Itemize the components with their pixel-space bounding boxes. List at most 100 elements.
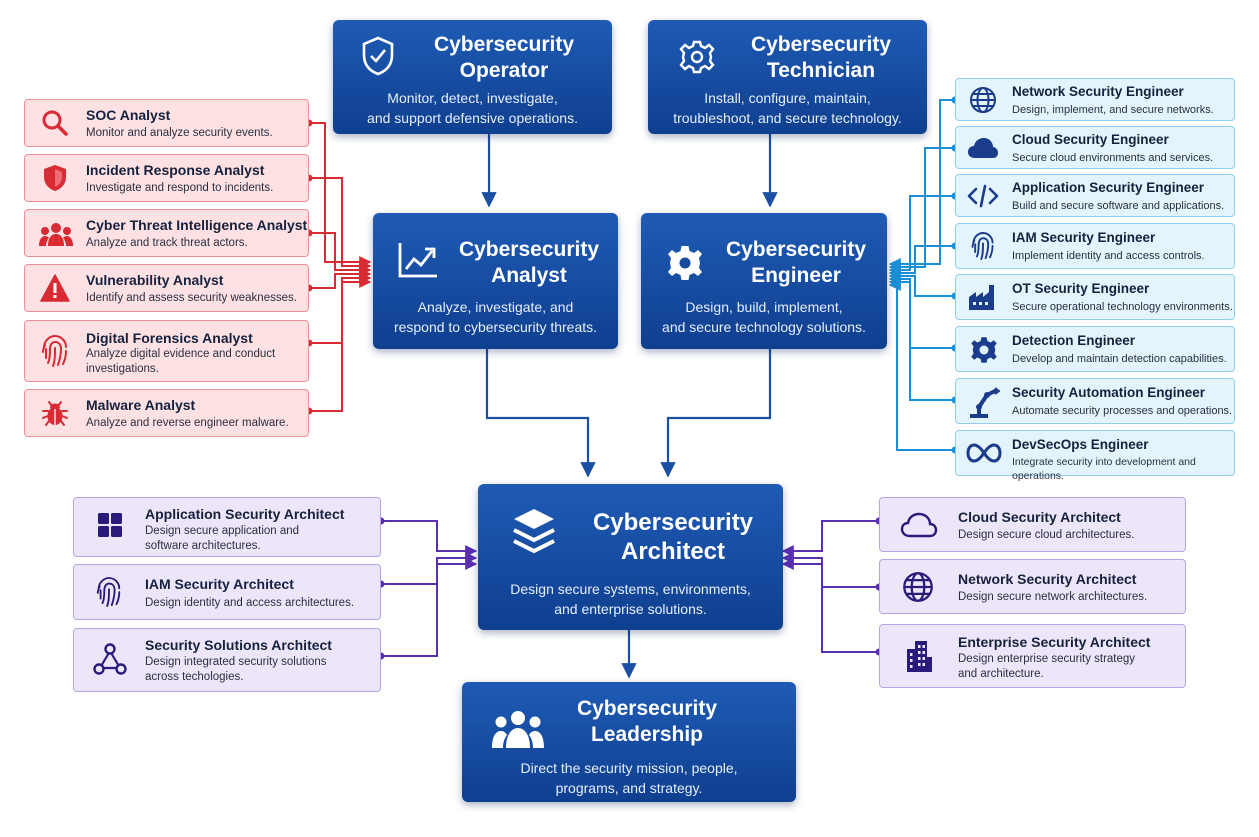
architect-title-line2: Architect bbox=[620, 538, 726, 566]
leadership-desc-line2: programs, and strategy. bbox=[555, 780, 703, 797]
arrow-engineer-architect bbox=[660, 349, 772, 478]
role-title: DevSecOps Engineer bbox=[1012, 437, 1149, 452]
role-card-cloud-security-engineer: Cloud Security Engineer Secure cloud env… bbox=[955, 126, 1235, 169]
role-title: OT Security Engineer bbox=[1012, 281, 1150, 296]
role-card-iam-security-engineer: IAM Security Engineer Implement identity… bbox=[955, 223, 1235, 269]
role-title: Cloud Security Engineer bbox=[1012, 132, 1169, 147]
role-desc: Monitor and analyze security events. bbox=[86, 127, 273, 139]
leadership-desc-line1: Direct the security mission, people, bbox=[520, 760, 738, 776]
role-desc-line2: and architecture. bbox=[958, 668, 1044, 681]
globe-icon bbox=[903, 572, 933, 602]
operator-desc-line1: Monitor, detect, investigate, bbox=[387, 90, 558, 106]
role-title: IAM Security Engineer bbox=[1012, 230, 1156, 245]
role-card-detection-engineer: Detection Engineer Develop and maintain … bbox=[955, 326, 1235, 372]
leadership-title-line1: Cybersecurity bbox=[576, 697, 718, 720]
factory-icon bbox=[969, 285, 994, 310]
role-desc: Integrate security into development and … bbox=[1012, 456, 1196, 482]
infinity-icon bbox=[966, 443, 1002, 463]
role-card-security-automation-engineer: Security Automation Engineer Automate se… bbox=[955, 378, 1235, 424]
technician-title-line2: Technician bbox=[766, 58, 876, 82]
role-card-application-security-engineer: Application Security Engineer Build and … bbox=[955, 174, 1235, 217]
role-card-digital-forensics-analyst: Digital Forensics Analyst Analyze digita… bbox=[24, 320, 309, 382]
role-desc-line1: Analyze digital evidence and conduct bbox=[86, 348, 276, 360]
operator-box: Cybersecurity Operator Monitor, detect, … bbox=[333, 20, 612, 134]
operator-desc-line2: and support defensive operations. bbox=[367, 110, 578, 127]
role-title: Cyber Threat Intelligence Analyst bbox=[86, 217, 308, 233]
app-grid-icon bbox=[98, 513, 122, 537]
role-card-iam-security-architect: IAM Security Architect Design identity a… bbox=[73, 564, 381, 620]
analyst-desc-line1: Analyze, investigate, and bbox=[417, 299, 574, 315]
role-card-devsecops-engineer: DevSecOps Engineer Integrate security in… bbox=[955, 430, 1235, 482]
role-card-network-security-architect: Network Security Architect Design secure… bbox=[879, 559, 1186, 614]
leadership-title-line2: Leadership bbox=[590, 722, 704, 746]
role-desc: Design secure cloud architectures. bbox=[958, 529, 1135, 541]
role-desc-line2: investigations. bbox=[86, 363, 159, 376]
role-desc: Analyze and reverse engineer malware. bbox=[86, 417, 289, 429]
role-card-vulnerability-analyst: Vulnerability Analyst Identify and asses… bbox=[24, 264, 309, 312]
analyst-title-line2: Analyst bbox=[491, 263, 567, 287]
fingerprint-icon bbox=[42, 334, 67, 367]
role-desc: Secure cloud environments and services. bbox=[1012, 152, 1214, 164]
cloud-icon bbox=[900, 512, 938, 538]
engineer-box: Cybersecurity Engineer Design, build, im… bbox=[641, 213, 887, 349]
role-card-ot-security-engineer: OT Security Engineer Secure operational … bbox=[955, 274, 1235, 320]
cloud-icon bbox=[968, 138, 998, 158]
role-desc: Design, implement, and secure networks. bbox=[1012, 104, 1214, 116]
operator-title-line2: Operator bbox=[459, 58, 549, 82]
role-title: SOC Analyst bbox=[86, 107, 171, 123]
globe-icon bbox=[970, 87, 996, 113]
magnifier-icon bbox=[42, 110, 68, 136]
engineer-title-line2: Engineer bbox=[751, 263, 841, 287]
role-desc: Secure operational technology environmen… bbox=[1012, 301, 1233, 313]
team-icon bbox=[492, 711, 544, 748]
role-title: Security Solutions Architect bbox=[145, 637, 332, 653]
trend-chart-icon bbox=[398, 243, 437, 278]
gear-icon bbox=[668, 246, 702, 280]
engineer-title-line1: Cybersecurity bbox=[725, 238, 867, 261]
role-title: Enterprise Security Architect bbox=[958, 634, 1151, 650]
role-card-application-security-architect: Application Security Architect Design se… bbox=[73, 497, 381, 557]
code-icon bbox=[967, 184, 999, 208]
role-title: Cloud Security Architect bbox=[958, 509, 1121, 525]
gear-outline-icon bbox=[679, 40, 715, 74]
architect-desc-line2: and enterprise solutions. bbox=[554, 601, 707, 618]
gear-icon bbox=[971, 337, 997, 363]
shield-check-icon bbox=[362, 36, 394, 76]
architect-box: Cybersecurity Architect Design secure sy… bbox=[478, 484, 783, 630]
warning-icon bbox=[40, 274, 70, 302]
role-title: Vulnerability Analyst bbox=[86, 272, 224, 288]
technician-desc-line1: Install, configure, maintain, bbox=[704, 90, 871, 106]
layers-icon bbox=[513, 509, 555, 554]
bug-icon bbox=[42, 401, 68, 426]
role-title: IAM Security Architect bbox=[145, 576, 294, 592]
role-card-cti-analyst: Cyber Threat Intelligence Analyst Analyz… bbox=[24, 209, 309, 257]
role-desc: Implement identity and access controls. bbox=[1012, 250, 1205, 262]
role-desc: Design identity and access architectures… bbox=[145, 597, 355, 609]
building-icon bbox=[907, 641, 932, 672]
role-title: Digital Forensics Analyst bbox=[86, 330, 253, 346]
role-desc-line1: Design secure application and bbox=[145, 525, 300, 537]
leadership-box: Cybersecurity Leadership Direct the secu… bbox=[462, 682, 796, 802]
architect-desc-line1: Design secure systems, environments, bbox=[510, 581, 751, 597]
role-title: Network Security Engineer bbox=[1012, 84, 1184, 99]
role-title: Malware Analyst bbox=[86, 397, 196, 413]
role-card-network-security-engineer: Network Security Engineer Design, implem… bbox=[955, 78, 1235, 121]
role-desc: Develop and maintain detection capabilit… bbox=[1012, 353, 1227, 365]
technician-box: Cybersecurity Technician Install, config… bbox=[648, 20, 927, 134]
robot-arm-icon bbox=[970, 387, 1000, 418]
role-card-incident-response-analyst: Incident Response Analyst Investigate an… bbox=[24, 154, 309, 202]
engineer-desc-line1: Design, build, implement, bbox=[685, 299, 843, 315]
architect-title-line1: Cybersecurity bbox=[592, 509, 754, 536]
role-title: Network Security Architect bbox=[958, 571, 1137, 587]
role-desc: Build and secure software and applicatio… bbox=[1012, 200, 1225, 212]
role-title: Incident Response Analyst bbox=[86, 162, 265, 178]
role-card-cloud-security-architect: Cloud Security Architect Design secure c… bbox=[879, 497, 1186, 552]
role-card-enterprise-security-architect: Enterprise Security Architect Design ent… bbox=[879, 624, 1186, 688]
role-desc: Identify and assess security weaknesses. bbox=[86, 292, 297, 304]
role-desc: Design secure network architectures. bbox=[958, 591, 1148, 603]
technician-desc-line2: troubleshoot, and secure technology. bbox=[673, 110, 902, 127]
analyst-title-line1: Cybersecurity bbox=[458, 238, 600, 261]
people-group-icon bbox=[39, 223, 73, 246]
role-title: Detection Engineer bbox=[1012, 333, 1136, 348]
